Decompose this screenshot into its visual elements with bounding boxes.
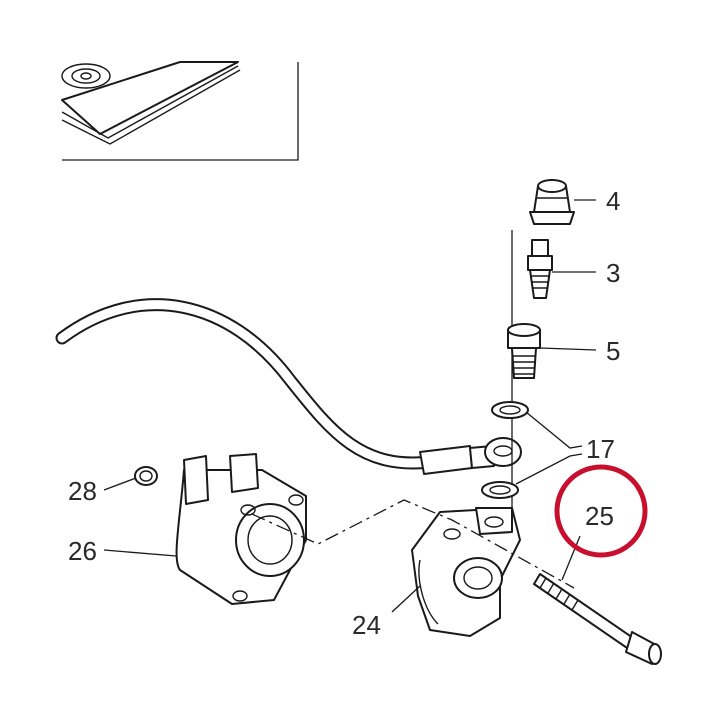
banjo-bolt [507,323,541,379]
caliper-body [411,507,521,637]
callout-17: 17 [586,434,615,464]
callout-labels: 4 3 5 17 25 28 26 24 [68,186,620,640]
sealing-washer-upper [491,401,529,419]
highlight-circle [554,464,648,558]
bleed-cap [529,179,575,225]
callout-24: 24 [352,610,381,640]
callout-26: 26 [68,536,97,566]
leader-lines [103,199,597,613]
caliper-bolt [533,573,662,665]
callout-28: 28 [68,476,97,506]
callout-3: 3 [606,258,620,288]
sealing-washer-lower [481,481,519,499]
logo-symbol-icon [61,63,111,89]
o-ring [134,466,158,486]
callout-4: 4 [606,186,620,216]
brake-hose [55,298,522,475]
callout-25: 25 [585,501,614,531]
caliper-housing [175,453,307,605]
callout-5: 5 [606,336,620,366]
inset-view [61,61,299,161]
bleed-screw [527,239,553,299]
